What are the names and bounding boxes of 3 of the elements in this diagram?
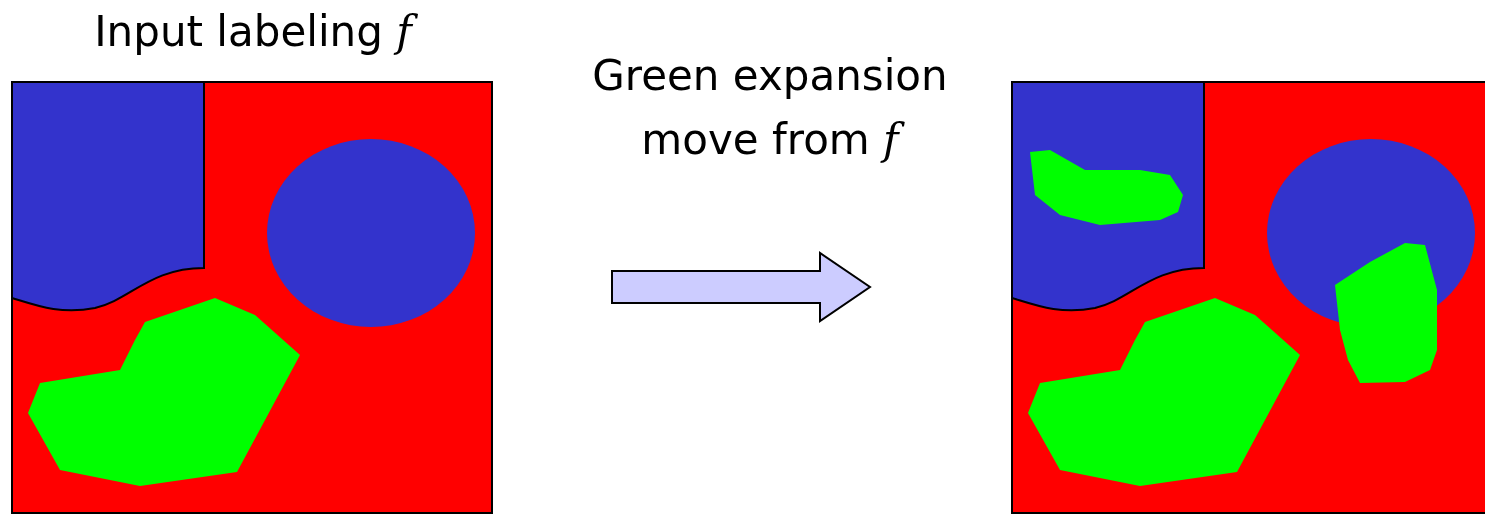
block-arrow bbox=[611, 251, 872, 323]
picture-heading: Input labeling f bbox=[12, 6, 494, 58]
edge-label: Green expansion move from f bbox=[591, 50, 949, 166]
